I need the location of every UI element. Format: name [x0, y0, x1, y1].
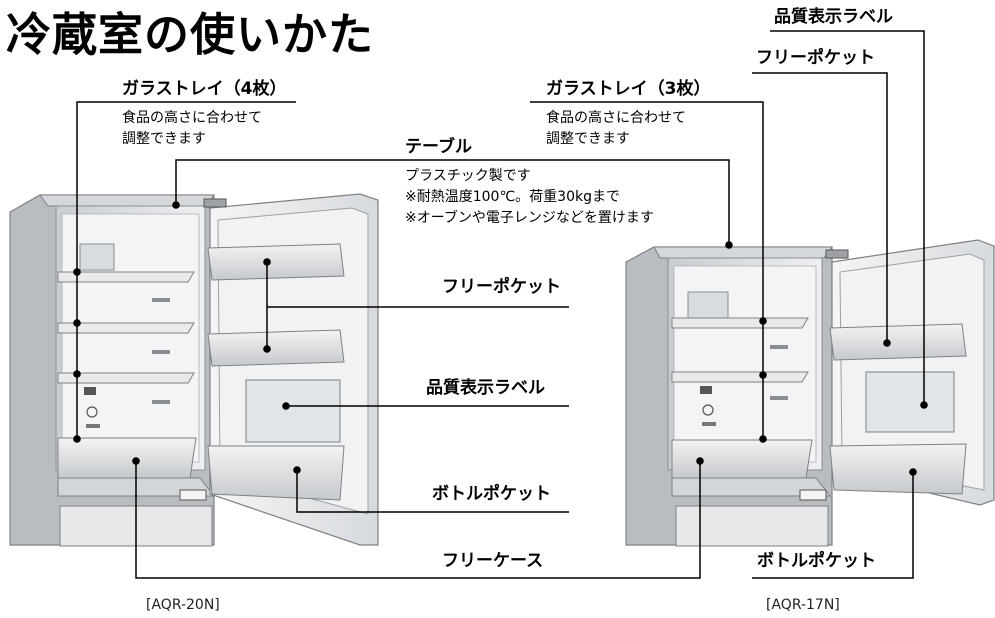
callout-bottle-pocket-right: [752, 472, 914, 579]
label-glass-tray-4: ガラストレイ（4枚）: [122, 79, 287, 99]
page-title: 冷蔵室の使いかた: [6, 8, 375, 61]
model-label-left: [AQR-20N]: [146, 597, 220, 613]
callout-bottle-pocket-center: [296, 470, 569, 513]
label-quality-label-center: 品質表示ラベル: [426, 378, 545, 398]
label-free-pocket-center: フリーポケット: [442, 277, 561, 297]
desc-glass-tray-3: 食品の高さに合わせて 調整できます: [546, 110, 686, 147]
label-bottle-pocket-center: ボトルポケット: [432, 484, 551, 504]
label-glass-tray-3: ガラストレイ（3枚）: [546, 79, 711, 99]
callout-dots: [73, 201, 928, 476]
label-free-pocket-right: フリーポケット: [756, 48, 875, 68]
callout-free-case: [135, 461, 701, 579]
fridge-aqr-17n: [625, 239, 995, 547]
callout-free-pocket-right: [752, 72, 888, 343]
label-free-case: フリーケース: [442, 551, 544, 571]
label-bottle-pocket-right: ボトルポケット: [757, 551, 876, 571]
callout-table: [175, 159, 730, 245]
model-label-right: [AQR-17N]: [766, 597, 840, 613]
desc-glass-tray-4: 食品の高さに合わせて 調整できます: [122, 110, 262, 147]
label-quality-label-top-right: 品質表示ラベル: [774, 7, 893, 27]
label-table: テーブル: [405, 137, 472, 157]
fridge-aqr-20n: [9, 193, 379, 547]
desc-table: プラスチック製です ※耐熱温度100℃。荷重30kgまで ※オーブンや電子レンジ…: [405, 168, 654, 226]
callout-glass-tray-3: [530, 101, 764, 439]
callout-quality-label-top-right: [770, 30, 925, 405]
